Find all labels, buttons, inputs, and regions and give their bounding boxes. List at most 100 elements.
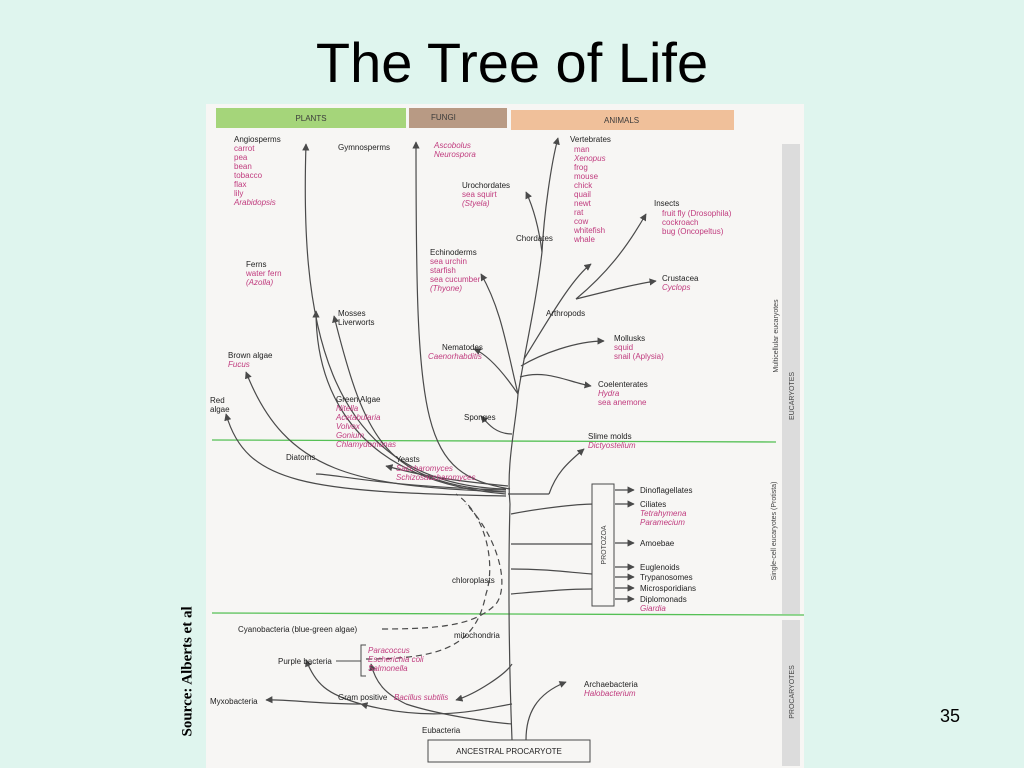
red-algae-label: Red — [210, 396, 225, 405]
euglenoids-label: Euglenoids — [640, 563, 680, 572]
mollusks-label: Mollusks — [614, 334, 645, 343]
procaryotes-label: PROCARYOTES — [789, 665, 796, 719]
chordates-label: Chordates — [516, 234, 553, 243]
brown-algae-ex-0: Fucus — [228, 360, 250, 369]
mosses-label: Mosses — [338, 309, 366, 318]
myxobacteria-label: Myxobacteria — [210, 697, 258, 706]
purple-bacteria-label: Purple bacteria — [278, 657, 332, 666]
dinoflagellates-label: Dinoflagellates — [640, 486, 692, 495]
angiosperms-ex-3: tobacco — [234, 171, 263, 180]
procaryote-boundary-line — [211, 612, 804, 616]
microsporidians-label: Microsporidians — [640, 584, 696, 593]
echinoderms-ex-3: (Thyone) — [430, 284, 462, 293]
trypanosomes-label: Trypanosomes — [640, 573, 693, 582]
endosymbiosis-lines — [365, 493, 503, 660]
ferns-label: Ferns — [246, 260, 266, 269]
diplomonads-label: Diplomonads — [640, 595, 687, 604]
insects-ex-1: cockroach — [662, 218, 698, 227]
echinoderms-ex-2: sea cucumber — [430, 275, 481, 284]
green-algae-label: Green Algae — [336, 395, 381, 404]
echinoderms-ex-1: starfish — [430, 266, 456, 275]
slime-molds-ex-0: Dictyostelium — [588, 441, 636, 450]
echinoderms-ex-0: sea urchin — [430, 257, 467, 266]
brown-algae-label: Brown algae — [228, 351, 273, 360]
archaebacteria-ex-0: Halobacterium — [584, 689, 636, 698]
purple-bacteria-brace — [360, 644, 366, 677]
mitochondria-label: mitochondria — [454, 631, 500, 640]
vertebrates-ex-2: frog — [574, 163, 588, 172]
green-algae-ex-1: Acetabularia — [335, 413, 381, 422]
angiosperms-ex-1: pea — [234, 153, 248, 162]
purple-bacteria-ex-1: Escherichia coli — [368, 655, 424, 664]
root-label: ANCESTRAL PROCARYOTE — [456, 747, 562, 756]
coelenterates-label: Coelenterates — [598, 380, 648, 389]
protozoa-box — [591, 483, 615, 607]
source-note: Source: Alberts et al — [178, 568, 198, 738]
fungi-ex-1: Neurospora — [434, 150, 476, 159]
green-algae-ex-0: Nitella — [336, 404, 359, 413]
angiosperms-ex-2: bean — [234, 162, 252, 171]
green-algae-ex-4: Chlamydomonas — [336, 440, 396, 449]
fungi-header — [409, 108, 507, 128]
ciliates-ex-0: Tetrahymena — [640, 509, 687, 518]
angiosperms-ex-6: Arabidopsis — [233, 198, 276, 207]
angiosperms-ex-5: lily — [234, 189, 243, 198]
vertebrates-ex-10: whale — [573, 235, 595, 244]
eucaryotes-label: EUCARYOTES — [789, 372, 796, 420]
vertebrates-ex-7: rat — [574, 208, 584, 217]
eucaryote-boundary-line — [211, 439, 777, 443]
multicellular-label: Multicellular eucaryotes — [773, 299, 780, 373]
coelenterates-ex-1: sea anemone — [598, 398, 647, 407]
fungi-header-label: FUNGI — [431, 113, 456, 122]
vertebrates-label: Vertebrates — [570, 135, 611, 144]
vertebrates-ex-3: mouse — [574, 172, 599, 181]
ciliates-label: Ciliates — [640, 500, 666, 509]
green-algae-ex-3: Gonium — [336, 431, 364, 440]
vertebrates-ex-5: quail — [574, 190, 591, 199]
mollusks-ex-1: snail (Aplysia) — [614, 352, 664, 361]
cyanobacteria-label: Cyanobacteria (blue-green algae) — [238, 625, 358, 634]
vertebrates-ex-8: cow — [574, 217, 588, 226]
vertebrates-ex-6: newt — [574, 199, 592, 208]
ferns-ex-0: water fern — [245, 269, 282, 278]
purple-bacteria-ex-2: Salmonella — [368, 664, 408, 673]
single-cell-label: Single-cell eucaryotes (Protista) — [771, 482, 778, 581]
liverworts-label: Liverworts — [338, 318, 374, 327]
gymnosperms-label: Gymnosperms — [338, 143, 390, 152]
plants-header — [216, 108, 406, 128]
vertebrates-ex-9: whitefish — [573, 226, 605, 235]
sponges-label: Sponges — [464, 413, 496, 422]
diplomonads-ex-0: Giardia — [640, 604, 666, 613]
mollusks-ex-0: squid — [614, 343, 633, 352]
insects-label: Insects — [654, 199, 679, 208]
gram-positive-ex-0: Bacillus subtilis — [394, 693, 448, 702]
yeasts-ex-1: Schizosaccharomyces — [396, 473, 476, 482]
source-note-text: Source: Alberts et al — [179, 606, 196, 737]
root-box — [427, 739, 591, 763]
green-algae-ex-2: Volvox — [336, 422, 361, 431]
branches — [224, 137, 657, 741]
angiosperms-label: Angiosperms — [234, 135, 281, 144]
procaryotes-side-bar — [782, 620, 800, 766]
arthropods-label: Arthropods — [546, 309, 585, 318]
archaebacteria-label: Archaebacteria — [584, 680, 638, 689]
vertebrates-ex-0: man — [574, 145, 590, 154]
plants-header-label: PLANTS — [295, 114, 326, 123]
crustacea-ex-0: Cyclops — [662, 283, 690, 292]
amoebae-label: Amoebae — [640, 539, 675, 548]
vertebrates-ex-4: chick — [574, 181, 593, 190]
slide-number: 35 — [940, 706, 961, 726]
animals-header-label: ANIMALS — [604, 116, 639, 125]
protozoa-arrows — [615, 486, 635, 603]
crustacea-label: Crustacea — [662, 274, 699, 283]
angiosperms-ex-0: carrot — [234, 144, 255, 153]
coelenterates-ex-0: Hydra — [598, 389, 620, 398]
angiosperms-ex-4: flax — [234, 180, 246, 189]
echinoderms-label: Echinoderms — [430, 248, 477, 257]
fungi-ex-0: Ascobolus — [433, 141, 471, 150]
insects-ex-2: bug (Oncopeltus) — [662, 227, 724, 236]
urochordates-ex-0: sea squirt — [462, 190, 497, 199]
ferns-ex-1: (Azolla) — [246, 278, 273, 287]
purple-bacteria-ex-0: Paracoccus — [368, 646, 410, 655]
nematodes-ex-0: Caenorhabditis — [428, 352, 482, 361]
